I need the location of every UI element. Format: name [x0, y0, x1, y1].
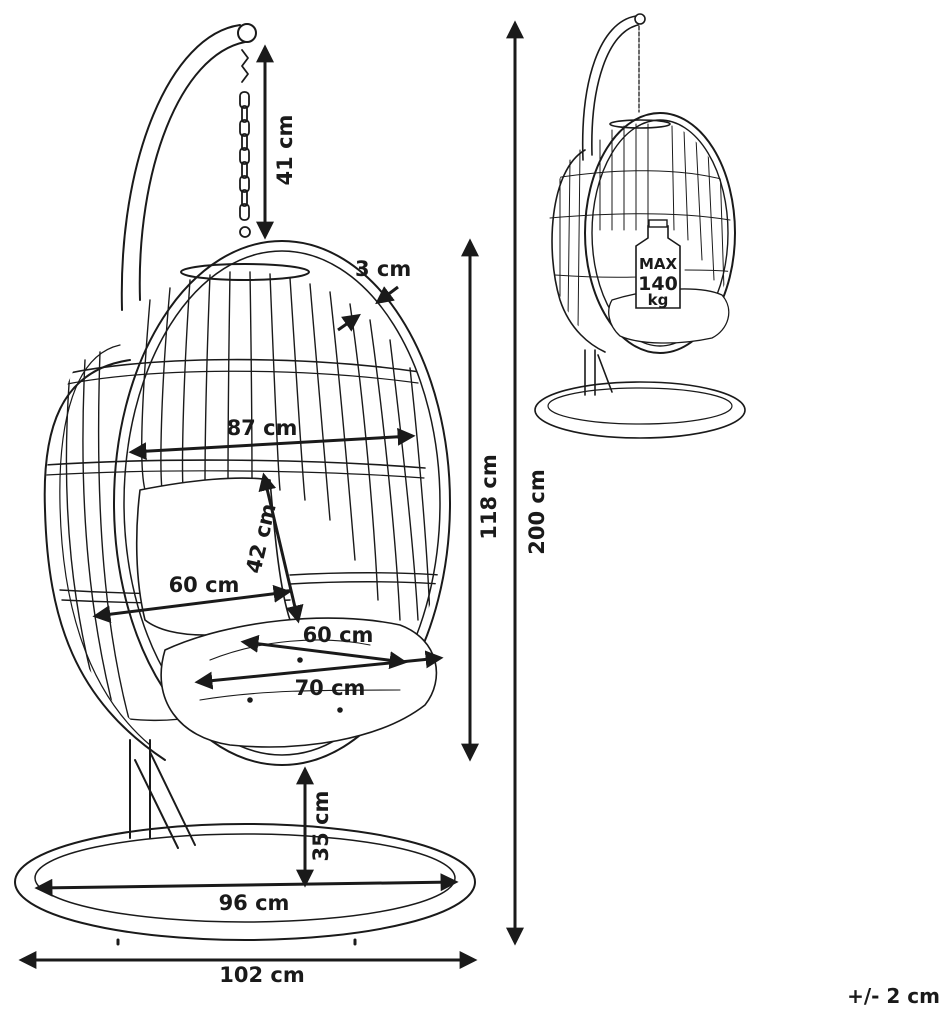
base-inner-line — [34, 873, 459, 897]
cushion-width-line — [194, 650, 444, 690]
inner-width-line — [92, 584, 292, 624]
frame-thickness-arrow-b — [337, 313, 361, 332]
small-chair-drawing — [534, 13, 746, 439]
rattan-slats — [45, 271, 441, 758]
label-seat-width: 87 cm — [227, 416, 298, 440]
weight-icon: MAX 140 kg — [635, 219, 681, 309]
small-stand-pole — [581, 13, 646, 396]
weight-value: 140 — [638, 273, 678, 295]
label-inner-width: 60 cm — [169, 573, 240, 597]
dimension-lines — [18, 20, 524, 969]
dimension-labels: 41 cm 3 cm 87 cm 118 cm 200 cm 42 cm 60 … — [169, 115, 549, 987]
weight-unit: kg — [648, 291, 669, 309]
chain — [239, 49, 251, 238]
label-cushion-width: 70 cm — [295, 676, 366, 700]
seat-width-line — [128, 427, 416, 461]
label-ground-clearance: 35 cm — [309, 791, 333, 862]
small-egg — [551, 112, 736, 354]
frame-thickness-arrow-a — [375, 285, 399, 305]
label-egg-height: 118 cm — [477, 454, 501, 539]
large-chair-drawing — [14, 23, 476, 946]
label-base-inner: 96 cm — [219, 891, 290, 915]
label-cushion-depth: 60 cm — [303, 623, 374, 647]
stand-base — [14, 823, 476, 946]
small-slats — [549, 123, 732, 331]
weight-max-label: MAX — [639, 255, 678, 273]
tolerance-note: +/- 2 cm — [847, 984, 940, 1008]
stand-pole — [120, 23, 257, 849]
label-base-outer: 102 cm — [219, 963, 304, 987]
label-frame-thickness: 3 cm — [355, 257, 411, 281]
label-total-height: 200 cm — [525, 469, 549, 554]
label-chain-length: 41 cm — [273, 115, 297, 186]
backrest-height-line — [258, 472, 304, 624]
small-stand-base — [534, 381, 746, 439]
